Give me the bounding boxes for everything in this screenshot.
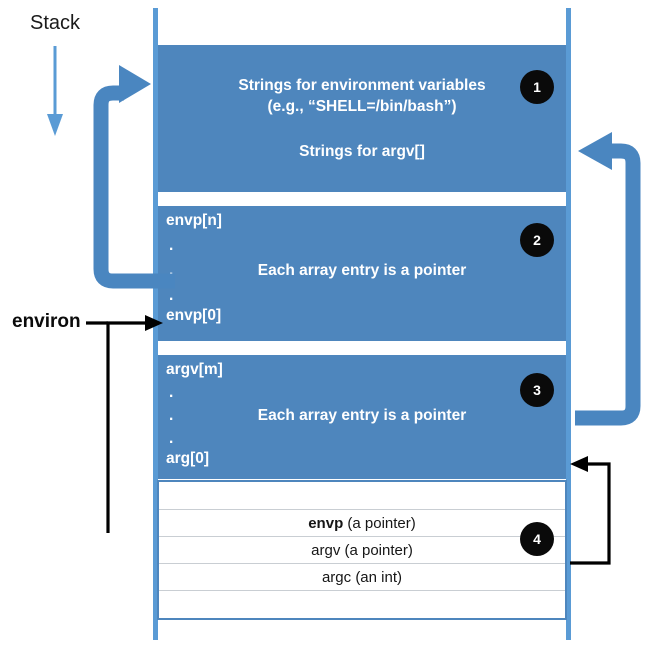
argv-pointer-note: Each array entry is a pointer xyxy=(257,407,467,424)
envp-ellipsis-dot: . xyxy=(169,237,174,254)
block-strings-region: Strings for environment variables (e.g.,… xyxy=(158,45,566,192)
block-argv-array: argv[m] . . . arg[0] Each array entry is… xyxy=(158,355,566,479)
strings-env-example: (e.g., “SHELL=/bin/bash”) xyxy=(267,98,457,115)
environ-label: environ xyxy=(12,311,81,332)
envp-pointer-note: Each array entry is a pointer xyxy=(257,262,467,279)
callout-circle-4: 4 xyxy=(520,522,554,556)
stack-growth-arrow-icon xyxy=(47,46,63,136)
table-row-argv: argv (a pointer) xyxy=(159,536,565,563)
envp-type-label: (a pointer) xyxy=(343,515,416,532)
stack-label: Stack xyxy=(30,12,81,34)
block-envp-array: envp[n] . . . envp[0] Each array entry i… xyxy=(158,206,566,341)
argv-ellipsis-dot: . xyxy=(169,430,174,447)
callout-circle-2: 2 xyxy=(520,223,554,257)
argv-strings-arrow-icon xyxy=(575,132,641,426)
envp-top-index: envp[n] xyxy=(166,212,222,229)
argv-ellipsis-dot: . xyxy=(169,407,174,424)
argv-ellipsis-dot: . xyxy=(169,384,174,401)
strings-env-label: Strings for environment variables xyxy=(238,77,486,94)
argv-bottom-index: arg[0] xyxy=(166,450,210,467)
environ-pointer-arrow-icon xyxy=(86,315,163,533)
callout-circle-3: 3 xyxy=(520,373,554,407)
argv-pointer-arrow-icon xyxy=(570,456,611,565)
envp-bold-label: envp xyxy=(308,515,344,532)
callout-circle-1: 1 xyxy=(520,70,554,104)
table-row-spacer xyxy=(159,590,565,617)
main-arguments-table: envp (a pointer) argv (a pointer) argc (… xyxy=(157,480,567,620)
envp-bottom-index: envp[0] xyxy=(166,307,222,324)
strings-argv-label: Strings for argv[] xyxy=(299,143,425,160)
stack-right-rail xyxy=(566,8,571,640)
envp-ellipsis-dot: . xyxy=(169,287,174,304)
argv-top-index: argv[m] xyxy=(166,361,223,378)
table-row-argc: argc (an int) xyxy=(159,563,565,590)
table-row-envp: envp (a pointer) xyxy=(159,509,565,536)
table-row-spacer xyxy=(159,482,565,509)
